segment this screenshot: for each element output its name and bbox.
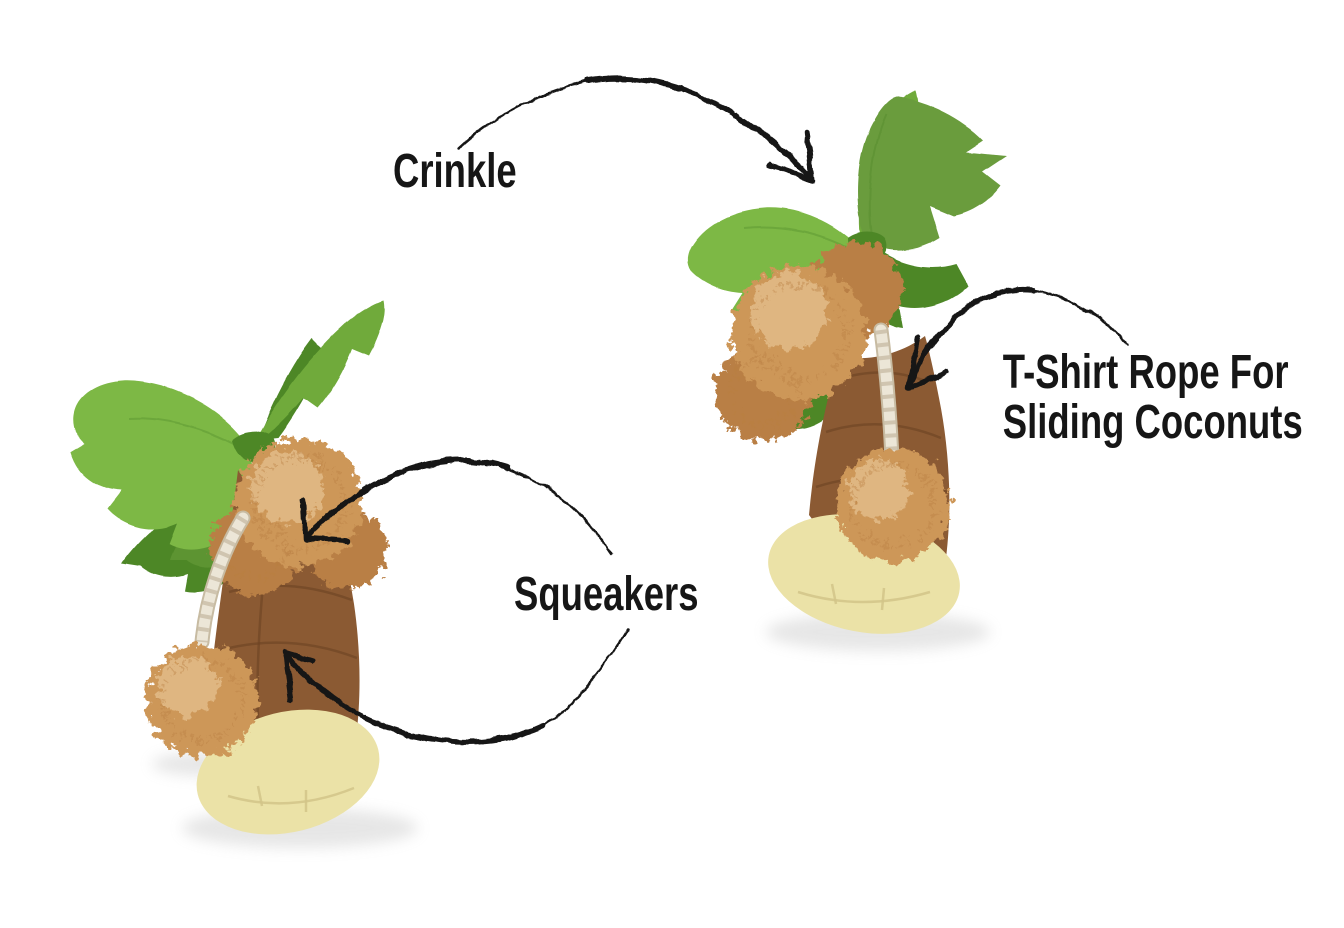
palm-leaf (252, 300, 385, 446)
coconut-texture (848, 460, 938, 550)
coconut-texture (222, 515, 290, 583)
squeakers-arrow-lower-icon (282, 629, 628, 745)
left-toy-base (196, 709, 380, 835)
rope-twist-texture (875, 329, 898, 459)
trunk-seam (220, 641, 358, 660)
coconut-highlight (158, 656, 218, 716)
coconut-highlight (751, 273, 827, 349)
left-rope-coconut (146, 644, 258, 756)
crinkle-arrow-icon (457, 75, 816, 183)
right-toy-rope (873, 322, 900, 466)
left-toy-rope (194, 510, 251, 650)
coconut-highlight (251, 451, 323, 523)
palm-leaf (70, 380, 252, 550)
rope-label-line-1: T-Shirt Rope For (1002, 346, 1289, 399)
rope-label: T-Shirt Rope For Sliding Coconuts (1002, 346, 1303, 450)
crinkle-label: Crinkle (393, 145, 517, 198)
right-palm-toy-illustration (687, 90, 1006, 651)
base-seam (797, 590, 931, 604)
coconut-texture (747, 281, 851, 385)
rope-label-line-2: Sliding Coconuts (1002, 396, 1303, 450)
coconut-texture (158, 656, 246, 744)
left-palm-toy-illustration (70, 300, 418, 848)
base-seam (830, 583, 886, 611)
squeakers-label: Squeakers (514, 568, 699, 621)
right-rope-coconut (836, 448, 950, 562)
rope-arrow-icon (906, 286, 1129, 392)
right-toy-coconuts (715, 242, 903, 441)
squeakers-arrow-upper-icon (300, 457, 613, 555)
base-seam (256, 785, 308, 812)
coconut-texture (727, 355, 801, 429)
leaf-crease (868, 113, 887, 241)
palm-leaf (857, 96, 1006, 251)
rope-twist-texture (196, 515, 248, 643)
coconut-highlight (849, 460, 909, 520)
base-seam (227, 786, 355, 805)
